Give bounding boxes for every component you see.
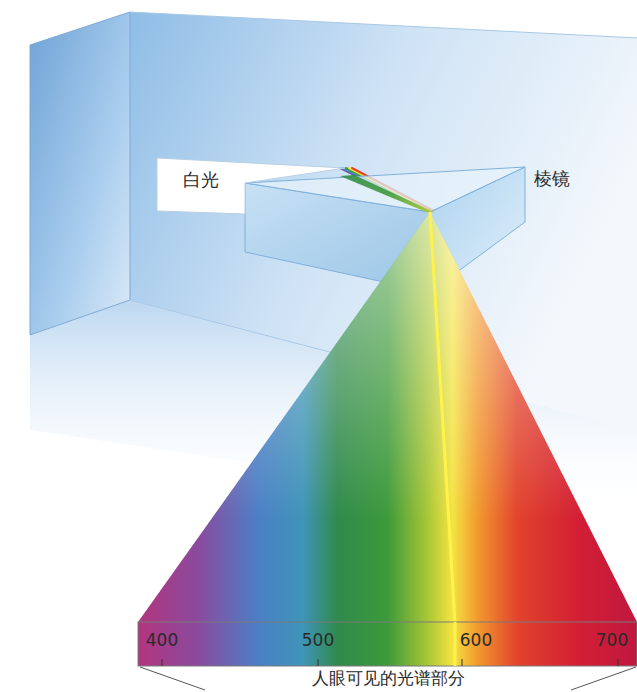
light-label: 白光 bbox=[155, 156, 350, 192]
wavelength-number: 700 bbox=[596, 630, 628, 650]
wavelength-number: 600 bbox=[460, 630, 492, 650]
caption-text: 人眼可见的光谱部分 bbox=[312, 668, 465, 688]
part-name: 棱镜 bbox=[534, 168, 570, 190]
white-card: 白光 bbox=[155, 156, 350, 216]
wavelength-number: 500 bbox=[302, 630, 334, 650]
wavelength-number: 400 bbox=[146, 630, 178, 650]
